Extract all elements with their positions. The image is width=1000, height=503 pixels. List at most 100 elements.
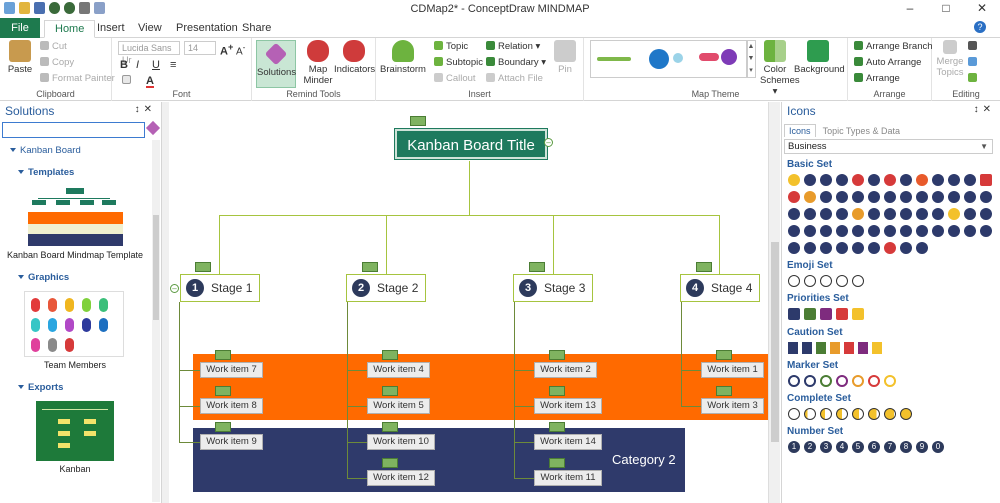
archive-icon[interactable] [964,208,976,220]
topic-button[interactable]: Topic [434,40,468,54]
font-size-select[interactable]: 14 [184,41,216,55]
briefcase-icon[interactable] [980,208,992,220]
sheet-icon[interactable] [932,191,944,203]
solutions-search-input[interactable] [2,122,145,138]
number-7-icon[interactable]: 7 [884,441,896,453]
book-icon[interactable] [804,225,816,237]
flag-dark-icon[interactable] [788,342,798,354]
cross-icon[interactable] [852,174,864,186]
paste-button[interactable]: Paste [6,40,34,75]
marker-yellow-icon[interactable] [884,375,896,387]
tab-file[interactable]: File [0,18,40,38]
canvas-scrollbar[interactable] [768,102,780,503]
alert-icon[interactable] [884,174,896,186]
money-icon[interactable] [916,225,928,237]
hourglass-icon[interactable] [836,208,848,220]
priority-left-icon[interactable] [836,308,848,320]
splitter[interactable] [162,102,169,503]
redo-icon[interactable] [64,2,75,14]
priority-down-icon[interactable] [820,308,832,320]
priority-both-icon[interactable] [852,308,864,320]
question-icon[interactable] [868,174,880,186]
number-0-icon[interactable]: 0 [932,441,944,453]
font-family-select[interactable]: Lucida Sans Ur [118,41,180,65]
priority-right-icon[interactable] [804,308,816,320]
theme-thumb-1[interactable] [597,57,631,61]
tab-view[interactable]: View [138,22,162,34]
flag-red-icon[interactable] [844,342,854,354]
help-icon[interactable]: ? [974,21,986,33]
complete-50-icon[interactable] [836,408,848,420]
gavel-icon[interactable] [852,242,864,254]
complete-75-icon[interactable] [868,408,880,420]
flag-orange-icon[interactable] [830,342,840,354]
brainstorm-button[interactable]: Brainstorm [380,40,426,75]
pin-button[interactable]: Pin [552,40,578,75]
font-color-icon[interactable]: A [146,75,154,88]
work-item-10[interactable]: Work item 10 [367,434,435,450]
fire-icon[interactable] [916,174,928,186]
attach-file-button[interactable]: Attach File [486,72,543,86]
tag-icon[interactable] [820,225,832,237]
ok-icon[interactable] [932,225,944,237]
people-icon[interactable] [964,225,976,237]
stop-icon[interactable] [980,174,992,186]
info-icon[interactable] [820,174,832,186]
solutions-button[interactable]: Solutions [256,40,296,88]
bank-icon[interactable] [836,242,848,254]
complete-90-icon[interactable] [884,408,896,420]
arrange-branch-button[interactable]: Arrange Branch [854,40,933,54]
work-item-8[interactable]: Work item 8 [200,398,263,414]
clipboard-icon[interactable] [94,2,105,14]
complete-40-icon[interactable] [820,408,832,420]
pin-icon[interactable] [932,174,944,186]
number-1-icon[interactable]: 1 [788,441,800,453]
underline-icon[interactable]: U [152,59,160,71]
warning-icon[interactable] [868,191,880,203]
undo-icon[interactable] [49,2,60,14]
search-icon[interactable] [980,191,992,203]
glasses-icon[interactable] [804,208,816,220]
work-item-13[interactable]: Work item 13 [534,398,602,414]
marker-red-icon[interactable] [868,375,880,387]
find-icon[interactable] [968,40,980,54]
theme-thumb-3[interactable] [699,53,719,61]
folder-icon[interactable] [964,191,976,203]
complete-25-icon[interactable] [804,408,816,420]
tree-templates[interactable]: Templates [0,166,161,180]
tree-exports[interactable]: Exports [0,381,161,395]
boundary-button[interactable]: Boundary ▾ [486,56,546,70]
solutions-scrollbar[interactable] [152,140,160,502]
mail-icon[interactable] [916,191,928,203]
tab-home[interactable]: Home [44,20,96,38]
info-circle-icon[interactable] [964,174,976,186]
collapse-title-icon[interactable]: – [544,138,553,147]
tree-kanban-board[interactable]: Kanban Board [0,144,161,158]
flag-navy-icon[interactable] [802,342,812,354]
neutral-face-icon[interactable] [804,275,816,287]
select-icon[interactable] [968,72,980,86]
surprised-face-icon[interactable] [852,275,864,287]
wrench-icon[interactable] [900,242,912,254]
close-panel-icon[interactable]: ✕ [143,104,156,115]
gift-icon[interactable] [932,208,944,220]
dollar-icon[interactable] [948,174,960,186]
number-6-icon[interactable]: 6 [868,441,880,453]
number-4-icon[interactable]: 4 [836,441,848,453]
number-9-icon[interactable]: 9 [916,441,928,453]
fill-color-icon[interactable] [122,74,134,88]
close-button[interactable]: ✕ [976,1,988,15]
work-item-11[interactable]: Work item 11 [534,470,602,486]
solutions-search-icon[interactable] [145,120,161,136]
maximize-button[interactable]: □ [942,1,950,15]
format-painter-button[interactable]: Format Painter [40,72,115,86]
tree-graphics[interactable]: Graphics [0,271,161,285]
map-canvas[interactable]: Category 2 Kanban Board Title – 1 Stage … [169,102,769,503]
spellcheck-icon[interactable] [968,56,980,70]
tab-share[interactable]: Share [242,22,272,34]
user-icon[interactable] [788,208,800,220]
at-icon[interactable] [788,225,800,237]
lock-icon[interactable] [852,191,864,203]
